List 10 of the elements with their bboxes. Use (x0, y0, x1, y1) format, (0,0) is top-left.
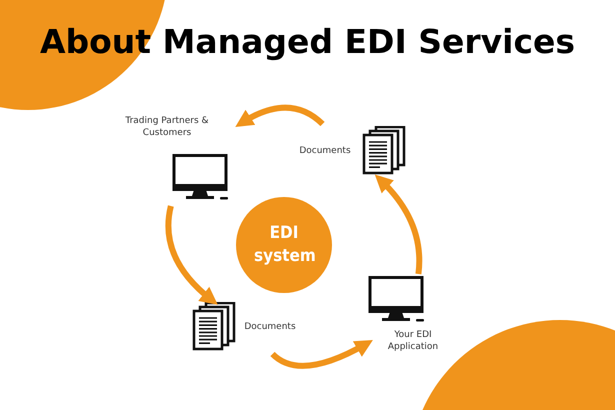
node-label: Trading Partners & Customers (124, 116, 210, 140)
curved-arrow (374, 174, 422, 274)
node-label: EDI system (254, 222, 314, 268)
node-label: Documents (298, 146, 352, 158)
node-label: Your EDI Application (386, 330, 440, 354)
curved-arrow (165, 205, 218, 306)
curved-arrow (270, 340, 374, 369)
node-label: Documents (243, 322, 297, 334)
title: About Managed EDI Services (38, 22, 576, 61)
curved-arrow (235, 104, 325, 127)
